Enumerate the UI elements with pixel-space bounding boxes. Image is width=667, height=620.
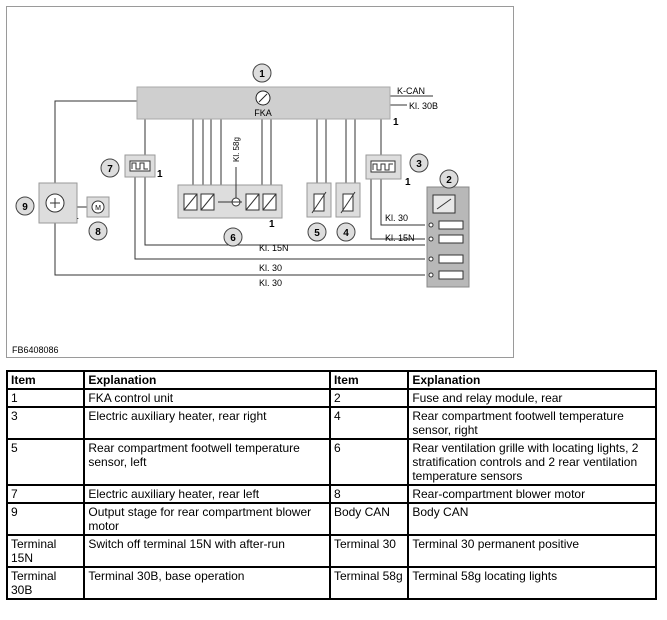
callout-4: 4 xyxy=(336,222,356,242)
figure-id: FB6408086 xyxy=(12,345,59,355)
cell-explanation: Terminal 58g locating lights xyxy=(407,566,657,600)
svg-text:M: M xyxy=(95,205,101,212)
table-row: 7 Electric auxiliary heater, rear left 8… xyxy=(5,484,657,504)
cell-explanation: Terminal 30 permanent positive xyxy=(407,534,657,568)
svg-text:8: 8 xyxy=(95,227,101,238)
wires xyxy=(54,95,433,276)
svg-text:6: 6 xyxy=(230,233,236,244)
cell-item: 6 xyxy=(328,438,410,486)
blower-motor: M xyxy=(86,196,110,218)
svg-text:9: 9 xyxy=(22,202,28,213)
footwell-sensor-left xyxy=(306,182,332,218)
callout-8: 8 xyxy=(88,221,108,241)
ground-1: 1 xyxy=(393,117,399,128)
module-label: FKA xyxy=(254,108,272,118)
callout-3: 3 xyxy=(409,153,429,173)
header-explanation: Explanation xyxy=(83,370,331,390)
header-item: Item xyxy=(328,370,410,390)
ground-2: 1 xyxy=(157,169,163,180)
cell-explanation: Electric auxiliary heater, rear left xyxy=(83,484,331,504)
kcan-label: K-CAN xyxy=(397,86,425,96)
footwell-sensor-right xyxy=(335,182,361,218)
legend-header-row: Item Explanation Item Explanation xyxy=(5,370,657,390)
cell-explanation: FKA control unit xyxy=(83,388,331,408)
ground-5: 1 xyxy=(269,219,275,230)
svg-text:1: 1 xyxy=(259,69,265,80)
svg-text:3: 3 xyxy=(416,159,422,170)
cell-explanation: Rear-compartment blower motor xyxy=(407,484,657,504)
wire-label-kl30-c: Kl. 30 xyxy=(259,278,282,288)
callout-6: 6 xyxy=(223,227,243,247)
callouts: 1 2 3 4 5 6 7 8 9 xyxy=(15,63,459,247)
cell-item: 5 xyxy=(5,438,86,486)
fuse-relay-module xyxy=(426,186,470,288)
cell-explanation: Fuse and relay module, rear xyxy=(407,388,657,408)
cell-item: Body CAN xyxy=(328,502,410,536)
callout-9: 9 xyxy=(15,196,35,216)
kl30b-label: Kl. 30B xyxy=(409,101,438,111)
cell-item: 2 xyxy=(328,388,410,408)
cell-explanation: Rear compartment footwell temperature se… xyxy=(407,406,657,440)
svg-text:7: 7 xyxy=(107,164,113,175)
svg-text:2: 2 xyxy=(446,175,452,186)
table-row: 3 Electric auxiliary heater, rear right … xyxy=(5,406,657,440)
wire-label-kl15n-a: Kl. 15N xyxy=(385,233,415,243)
cell-item: 3 xyxy=(5,406,86,440)
header-item: Item xyxy=(5,370,86,390)
svg-text:4: 4 xyxy=(343,228,349,239)
cell-explanation: Rear ventilation grille with locating li… xyxy=(407,438,657,486)
cell-explanation: Rear compartment footwell temperature se… xyxy=(83,438,331,486)
wiring-diagram-svg: FKA K-CAN Kl. 30B Kl. 58g 1 1 1 1 1 xyxy=(12,63,470,355)
table-row: 1 FKA control unit 2 Fuse and relay modu… xyxy=(5,388,657,408)
kl58g-label: Kl. 58g xyxy=(232,137,241,162)
fka-control-unit: FKA xyxy=(136,86,391,120)
cell-item: 1 xyxy=(5,388,86,408)
rear-ventilation-grille xyxy=(177,182,283,219)
callout-2: 2 xyxy=(439,169,459,189)
cell-explanation: Electric auxiliary heater, rear right xyxy=(83,406,331,440)
svg-text:5: 5 xyxy=(314,228,320,239)
cell-explanation: Terminal 30B, base operation xyxy=(83,566,331,600)
table-row: 5 Rear compartment footwell temperature … xyxy=(5,438,657,486)
cell-item: 7 xyxy=(5,484,86,504)
legend-table: Item Explanation Item Explanation 1 FKA … xyxy=(5,370,657,600)
cell-item: Terminal 58g xyxy=(328,566,410,600)
table-row: 9 Output stage for rear compartment blow… xyxy=(5,502,657,536)
callout-5: 5 xyxy=(307,222,327,242)
wire-label-kl30-b: Kl. 30 xyxy=(259,263,282,273)
callout-7: 7 xyxy=(100,158,120,178)
cell-item: Terminal 30 xyxy=(328,534,410,568)
cell-explanation: Body CAN xyxy=(407,502,657,536)
ground-3: 1 xyxy=(405,177,411,188)
cell-item: Terminal 30B xyxy=(5,566,86,600)
cell-item: 9 xyxy=(5,502,86,536)
wiring-diagram: FKA K-CAN Kl. 30B Kl. 58g 1 1 1 1 1 xyxy=(6,6,514,358)
wire-label-kl15n-b: Kl. 15N xyxy=(259,243,289,253)
cell-explanation: Output stage for rear compartment blower… xyxy=(83,502,331,536)
heater-rear-right xyxy=(365,154,402,180)
cell-explanation: Switch off terminal 15N with after-run xyxy=(83,534,331,568)
wire-label-kl30-a: Kl. 30 xyxy=(385,213,408,223)
table-row: Terminal 30B Terminal 30B, base operatio… xyxy=(5,566,657,600)
header-explanation: Explanation xyxy=(407,370,657,390)
callout-1: 1 xyxy=(252,63,272,83)
cell-item: Terminal 15N xyxy=(5,534,86,568)
table-row: Terminal 15N Switch off terminal 15N wit… xyxy=(5,534,657,568)
blower-output-stage xyxy=(38,182,78,224)
cell-item: 4 xyxy=(328,406,410,440)
heater-rear-left xyxy=(124,154,156,178)
cell-item: 8 xyxy=(328,484,410,504)
